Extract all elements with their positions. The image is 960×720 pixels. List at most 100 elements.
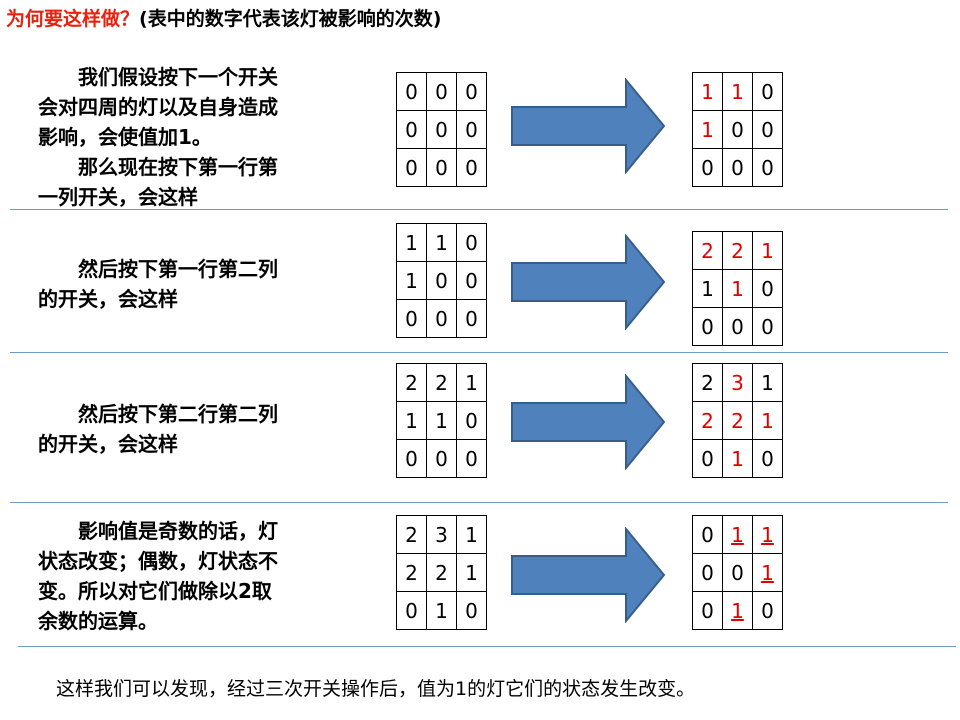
grid-cell: 1: [396, 401, 427, 440]
grid-cell: 1: [752, 401, 783, 440]
step-1-arrow-icon: [511, 78, 666, 174]
step-3-line-1: 然后按下第二行第二列: [78, 402, 278, 426]
grid-cell: 1: [722, 72, 753, 111]
grid-cell: 1: [426, 223, 457, 262]
step-1-description: 我们假设按下一个开关 会对四周的灯以及自身造成 影响，会使值加1。 那么现在按下…: [38, 62, 338, 212]
grid-cell: 0: [396, 148, 427, 187]
grid-cell: 2: [692, 231, 723, 270]
step-1-line-2: 会对四周的灯以及自身造成: [38, 95, 278, 119]
step-4-line-4: 余数的运算。: [38, 609, 158, 633]
grid-cell: 0: [752, 148, 783, 187]
grid-cell: 0: [692, 553, 723, 592]
grid-cell: 1: [692, 269, 723, 308]
grid-cell: 0: [396, 299, 427, 338]
grid-cell: 0: [456, 591, 487, 630]
grid-cell: 1: [722, 439, 753, 478]
grid-cell: 1: [692, 110, 723, 149]
step-2-line-2: 的开关，会这样: [38, 287, 178, 311]
step-3-line-2: 的开关，会这样: [38, 432, 178, 456]
grid-cell: 0: [426, 439, 457, 478]
grid-cell: 0: [426, 148, 457, 187]
grid-cell: 1: [692, 72, 723, 111]
grid-cell: 1: [722, 269, 753, 308]
grid-cell: 0: [692, 439, 723, 478]
step-3-description: 然后按下第二行第二列 的开关，会这样: [38, 399, 338, 459]
step-4-line-1: 影响值是奇数的话，灯: [78, 519, 278, 543]
grid-cell: 0: [456, 110, 487, 149]
grid-cell: 3: [722, 363, 753, 402]
step-1-line-1: 我们假设按下一个开关: [78, 65, 278, 89]
divider-3: [10, 502, 948, 503]
title-note: (表中的数字代表该灯被影响的次数): [139, 8, 442, 30]
grid-cell: 0: [456, 72, 487, 111]
grid-cell: 0: [456, 439, 487, 478]
grid-cell: 2: [396, 515, 427, 554]
grid-cell: 1: [426, 591, 457, 630]
conclusion-text: 这样我们可以发现，经过三次开关操作后，值为1的灯它们的状态发生改变。: [56, 678, 696, 700]
grid-cell: 0: [752, 269, 783, 308]
step-2-arrow-icon: [511, 234, 666, 330]
grid-cell: 0: [722, 553, 753, 592]
grid-cell: 0: [456, 261, 487, 300]
grid-cell: 0: [692, 307, 723, 346]
step-4-line-3: 变。所以对它们做除以2取: [38, 579, 272, 603]
grid-cell: 0: [752, 110, 783, 149]
grid-cell: 0: [722, 148, 753, 187]
grid-cell: 2: [426, 363, 457, 402]
grid-cell: 0: [456, 223, 487, 262]
grid-cell: 0: [692, 591, 723, 630]
grid-cell: 0: [426, 261, 457, 300]
divider-4: [18, 646, 956, 647]
step-2-description: 然后按下第一行第二列 的开关，会这样: [38, 254, 338, 314]
divider-2: [10, 352, 948, 353]
grid-cell: 1: [722, 591, 753, 630]
grid-cell: 2: [426, 553, 457, 592]
grid-cell: 1: [426, 401, 457, 440]
grid-cell: 0: [722, 110, 753, 149]
grid-cell: 2: [692, 401, 723, 440]
grid-cell: 0: [456, 299, 487, 338]
grid-cell: 0: [752, 307, 783, 346]
grid-cell: 0: [752, 591, 783, 630]
title-question: 为何要这样做？: [6, 8, 140, 30]
grid-cell: 0: [752, 439, 783, 478]
divider-1: [10, 209, 948, 210]
grid-cell: 0: [692, 148, 723, 187]
grid-cell: 1: [396, 261, 427, 300]
grid-cell: 1: [752, 515, 783, 554]
grid-cell: 2: [692, 363, 723, 402]
step-3-arrow-icon: [511, 374, 666, 470]
step-2-line-1: 然后按下第一行第二列: [78, 257, 278, 281]
step-4-line-2: 状态改变；偶数，灯状态不: [38, 549, 278, 573]
step-1-line-5: 一列开关，会这样: [38, 185, 198, 209]
grid-cell: 0: [426, 110, 457, 149]
grid-cell: 2: [396, 553, 427, 592]
grid-cell: 1: [752, 231, 783, 270]
grid-cell: 0: [752, 72, 783, 111]
step-1-line-4: 那么现在按下第一行第: [78, 155, 278, 179]
